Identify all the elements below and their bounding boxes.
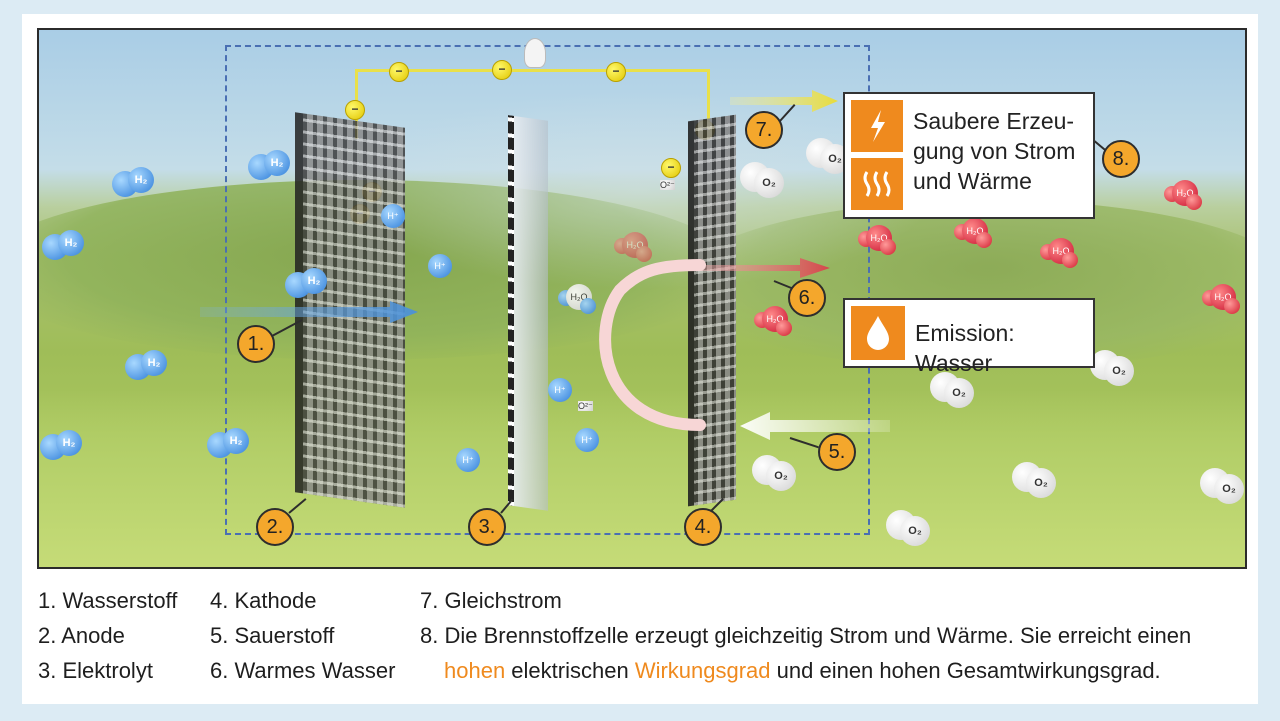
water-outflow-arrow [690, 258, 830, 278]
oxygen-molecule: O₂ [1090, 350, 1136, 386]
legend-text: elektrischen [505, 658, 635, 683]
legend-item: 7. Gleichstrom [420, 588, 562, 613]
dc-output-arrow [730, 90, 838, 112]
electron: − [606, 62, 626, 82]
water-molecule: H₂O [1162, 180, 1202, 212]
heat-waves-icon [851, 158, 903, 210]
lamp-icon [524, 38, 546, 68]
hydrogen-molecule: H₂ [112, 167, 156, 197]
legend-item: 1. Wasserstoff [38, 588, 178, 613]
legend-text: und einen hohen Gesamtwirkungsgrad. [770, 658, 1161, 683]
proton: H⁺ [548, 378, 572, 402]
legend-column-1: 1. Wasserstoff 2. Anode 3. Elektrolyt [38, 583, 177, 688]
water-molecule: H₂O [612, 232, 652, 264]
benefit-text: Saubere Erzeu- gung von Strom und Wärme [913, 106, 1075, 196]
electron: − [661, 158, 681, 178]
marker-1: 1. [237, 325, 275, 363]
legend-column-3: 7. Gleichstrom 8. Die Brennstoffzelle er… [420, 583, 1191, 688]
water-molecule: H₂O [752, 306, 792, 338]
benefit-box: Saubere Erzeu- gung von Strom und Wärme [843, 92, 1095, 219]
oxygen-molecule: O₂ [1200, 468, 1246, 504]
benefit-text-line: und Wärme [913, 168, 1032, 194]
proton: H⁺ [456, 448, 480, 472]
legend-item: 5. Sauerstoff [210, 623, 335, 648]
water-molecule: H₂O [1200, 284, 1240, 316]
legend-item-continued: hohen elektrischen Wirkungsgrad und eine… [420, 653, 1191, 688]
benefit-text-line: Saubere Erzeu- [913, 108, 1075, 134]
proton: H⁺ [575, 428, 599, 452]
benefit-text-line: gung von Strom [913, 138, 1076, 164]
water-curve-arrow [599, 259, 706, 431]
hydrogen-molecule: H₂ [42, 230, 86, 260]
electron: − [492, 60, 512, 80]
proton: H⁺ [428, 254, 452, 278]
oxygen-molecule: O₂ [886, 510, 932, 546]
legend-column-2: 4. Kathode 5. Sauerstoff 6. Warmes Wasse… [210, 583, 395, 688]
oxygen-molecule: O₂ [752, 455, 798, 491]
hydrogen-molecule: H₂ [40, 430, 84, 460]
marker-5: 5. [818, 433, 856, 471]
hydrogen-molecule: H₂ [207, 428, 251, 458]
emission-box: Emission: Wasser [843, 298, 1095, 376]
oxygen-inflow-arrow [740, 412, 890, 440]
hydrogen-molecule: H₂ [248, 150, 292, 180]
water-molecule: H₂O [856, 225, 896, 257]
lightning-icon [851, 100, 903, 152]
marker-4: 4. [684, 508, 722, 546]
oxygen-ion: O²⁻ [660, 180, 675, 190]
legend-item: 8. Die Brennstoffzelle erzeugt gleichzei… [420, 623, 1192, 648]
oxygen-molecule: O₂ [1012, 462, 1058, 498]
hydrogen-inflow-arrow [200, 301, 418, 323]
hydrogen-molecule: H₂ [285, 268, 329, 298]
water-molecule: H₂O [952, 218, 992, 250]
marker-6: 6. [788, 279, 826, 317]
water-drop-icon [851, 306, 905, 360]
hydrogen-molecule: H₂ [125, 350, 169, 380]
water-molecule: H₂O [1038, 238, 1078, 270]
marker-7: 7. [745, 111, 783, 149]
legend-item: 3. Elektrolyt [38, 658, 153, 683]
legend-item: 4. Kathode [210, 588, 317, 613]
oxygen-ion: O²⁻ [578, 401, 593, 411]
legend-item: 2. Anode [38, 623, 125, 648]
electron: − [389, 62, 409, 82]
marker-8: 8. [1102, 140, 1140, 178]
circuit-wire-right [707, 69, 710, 129]
emission-text: Emission: Wasser [915, 320, 1015, 376]
highlight-text: hohen [444, 658, 506, 683]
marker-2: 2. [256, 508, 294, 546]
oxygen-molecule: O₂ [930, 372, 976, 408]
oxygen-molecule: O₂ [740, 162, 786, 198]
fuel-cell-boundary [225, 45, 870, 535]
circuit-wire-top [355, 69, 710, 72]
highlight-text: Wirkungsgrad [634, 658, 771, 683]
electron: − [345, 100, 365, 120]
water-molecule: H₂O [556, 284, 596, 316]
proton: H⁺ [381, 204, 405, 228]
legend-item: 6. Warmes Wasser [210, 658, 396, 683]
marker-3: 3. [468, 508, 506, 546]
